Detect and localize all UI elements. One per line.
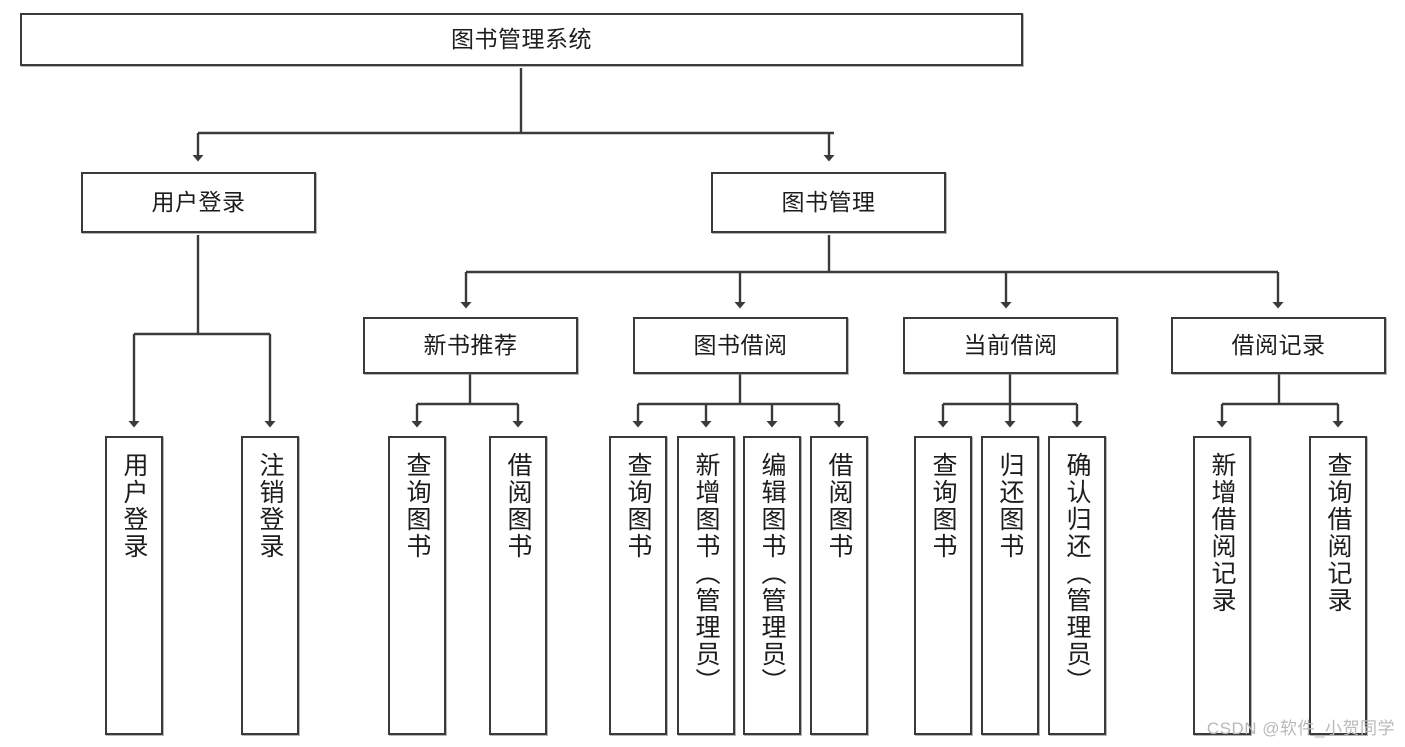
node-leaf-query-book-2[interactable]: 查询图书 (609, 436, 667, 735)
node-borrow-record[interactable]: 借阅记录 (1171, 317, 1386, 374)
node-label: 查询借阅记录 (1324, 452, 1352, 614)
node-new-book-recommend[interactable]: 新书推荐 (363, 317, 578, 374)
node-label: 图书管理系统 (451, 26, 592, 53)
node-label: 归还图书 (996, 452, 1024, 560)
csdn-watermark: CSDN @软件_小贺同学 (1206, 719, 1395, 738)
node-label: 当前借阅 (963, 332, 1058, 359)
node-label: 借阅图书 (504, 452, 532, 560)
node-label: 新书推荐 (423, 332, 518, 359)
node-label: 用户登录 (151, 189, 246, 216)
node-label: 借阅记录 (1231, 332, 1326, 359)
node-leaf-add-record[interactable]: 新增借阅记录 (1193, 436, 1251, 735)
node-label: 借阅图书 (825, 452, 853, 560)
node-leaf-return-book[interactable]: 归还图书 (981, 436, 1039, 735)
node-leaf-query-book-3[interactable]: 查询图书 (914, 436, 972, 735)
node-root-system[interactable]: 图书管理系统 (20, 13, 1023, 66)
node-label: 查询图书 (624, 452, 652, 560)
node-book-manage[interactable]: 图书管理 (711, 172, 946, 233)
node-label: 编辑图书（管理员） (758, 452, 786, 695)
node-label: 注销登录 (256, 452, 284, 560)
node-label: 图书管理 (781, 189, 876, 216)
node-leaf-query-record[interactable]: 查询借阅记录 (1309, 436, 1367, 735)
node-leaf-query-book-1[interactable]: 查询图书 (388, 436, 446, 735)
node-leaf-add-book[interactable]: 新增图书（管理员） (677, 436, 735, 735)
node-label: 新增图书（管理员） (692, 452, 720, 695)
node-leaf-borrow-book-1[interactable]: 借阅图书 (489, 436, 547, 735)
node-leaf-borrow-book-2[interactable]: 借阅图书 (810, 436, 868, 735)
node-leaf-confirm-return[interactable]: 确认归还（管理员） (1048, 436, 1106, 735)
node-leaf-edit-book[interactable]: 编辑图书（管理员） (743, 436, 801, 735)
node-current-borrow[interactable]: 当前借阅 (903, 317, 1118, 374)
node-label: 确认归还（管理员） (1063, 452, 1091, 695)
node-label: 查询图书 (929, 452, 957, 560)
node-label: 新增借阅记录 (1208, 452, 1236, 614)
node-label: 图书借阅 (693, 332, 788, 359)
node-label: 用户登录 (120, 452, 148, 560)
node-user-login[interactable]: 用户登录 (81, 172, 316, 233)
node-leaf-user-login[interactable]: 用户登录 (105, 436, 163, 735)
node-label: 查询图书 (403, 452, 431, 560)
node-leaf-logout[interactable]: 注销登录 (241, 436, 299, 735)
node-book-borrow[interactable]: 图书借阅 (633, 317, 848, 374)
